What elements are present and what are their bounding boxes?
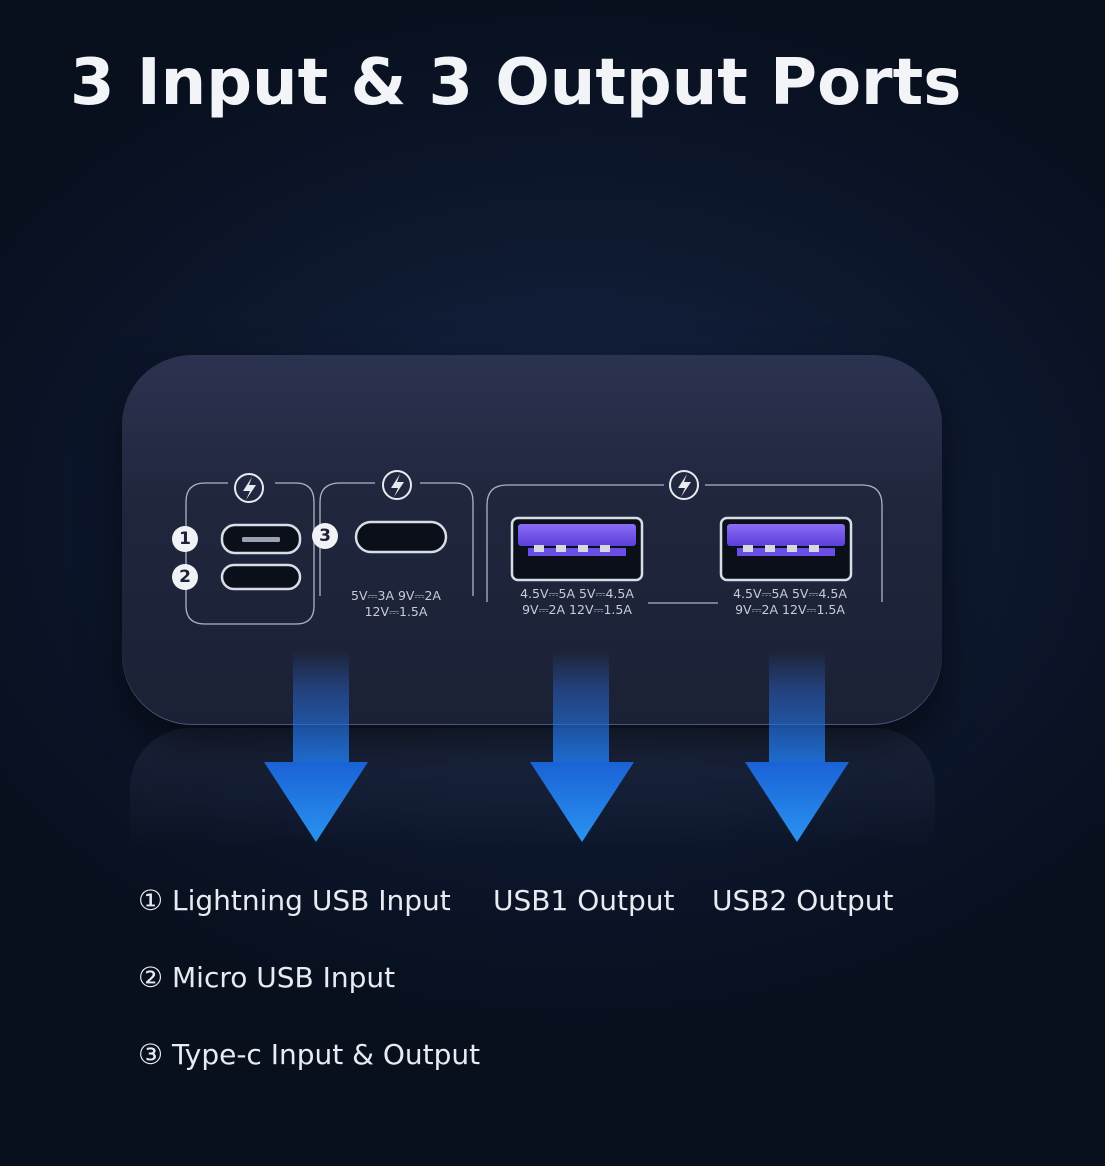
- port-number-1: 1: [172, 526, 198, 552]
- type-c-port: [354, 520, 448, 554]
- usb1-spec-line2: 9V⎓2A 12V⎓1.5A: [522, 602, 632, 617]
- down-arrow-icon: [745, 650, 849, 842]
- caption-micro-usb-input: ② Micro USB Input: [138, 961, 396, 994]
- usb1-port: [510, 516, 644, 582]
- usb2-spec-line2: 9V⎓2A 12V⎓1.5A: [735, 602, 845, 617]
- caption-type-c-input-output: ③ Type-c Input & Output: [138, 1038, 481, 1071]
- type-c-spec-line2: 12V⎓1.5A: [364, 604, 428, 619]
- lightning-bolt-icon: [382, 470, 412, 500]
- caption-usb1-output: USB1 Output: [493, 884, 675, 917]
- port-number-3: 3: [312, 523, 338, 549]
- usb2-port: [719, 516, 853, 582]
- type-c-spec: 5V⎓3A 9V⎓2A 12V⎓1.5A: [326, 588, 466, 620]
- lightning-bolt-icon: [234, 473, 264, 503]
- usb1-spec-line1: 4.5V⎓5A 5V⎓4.5A: [520, 586, 634, 601]
- micro-usb-port: [220, 523, 302, 555]
- type-c-group-outline: [319, 482, 474, 596]
- output-group-outline: [486, 484, 883, 604]
- caption-usb2-output: USB2 Output: [712, 884, 894, 917]
- page-title: 3 Input & 3 Output Ports: [70, 46, 962, 120]
- usb1-spec: 4.5V⎓5A 5V⎓4.5A 9V⎓2A 12V⎓1.5A: [497, 586, 657, 618]
- type-c-port-small: [220, 563, 302, 591]
- usb2-spec-line1: 4.5V⎓5A 5V⎓4.5A: [733, 586, 847, 601]
- input-group-outline: [185, 482, 315, 625]
- caption-lightning-usb-input: ① Lightning USB Input: [138, 884, 451, 917]
- down-arrow-icon: [530, 650, 634, 842]
- usb2-spec: 4.5V⎓5A 5V⎓4.5A 9V⎓2A 12V⎓1.5A: [710, 586, 870, 618]
- down-arrow-icon: [264, 650, 368, 842]
- lightning-bolt-icon: [669, 470, 699, 500]
- port-number-2: 2: [172, 564, 198, 590]
- type-c-spec-line1: 5V⎓3A 9V⎓2A: [351, 588, 441, 603]
